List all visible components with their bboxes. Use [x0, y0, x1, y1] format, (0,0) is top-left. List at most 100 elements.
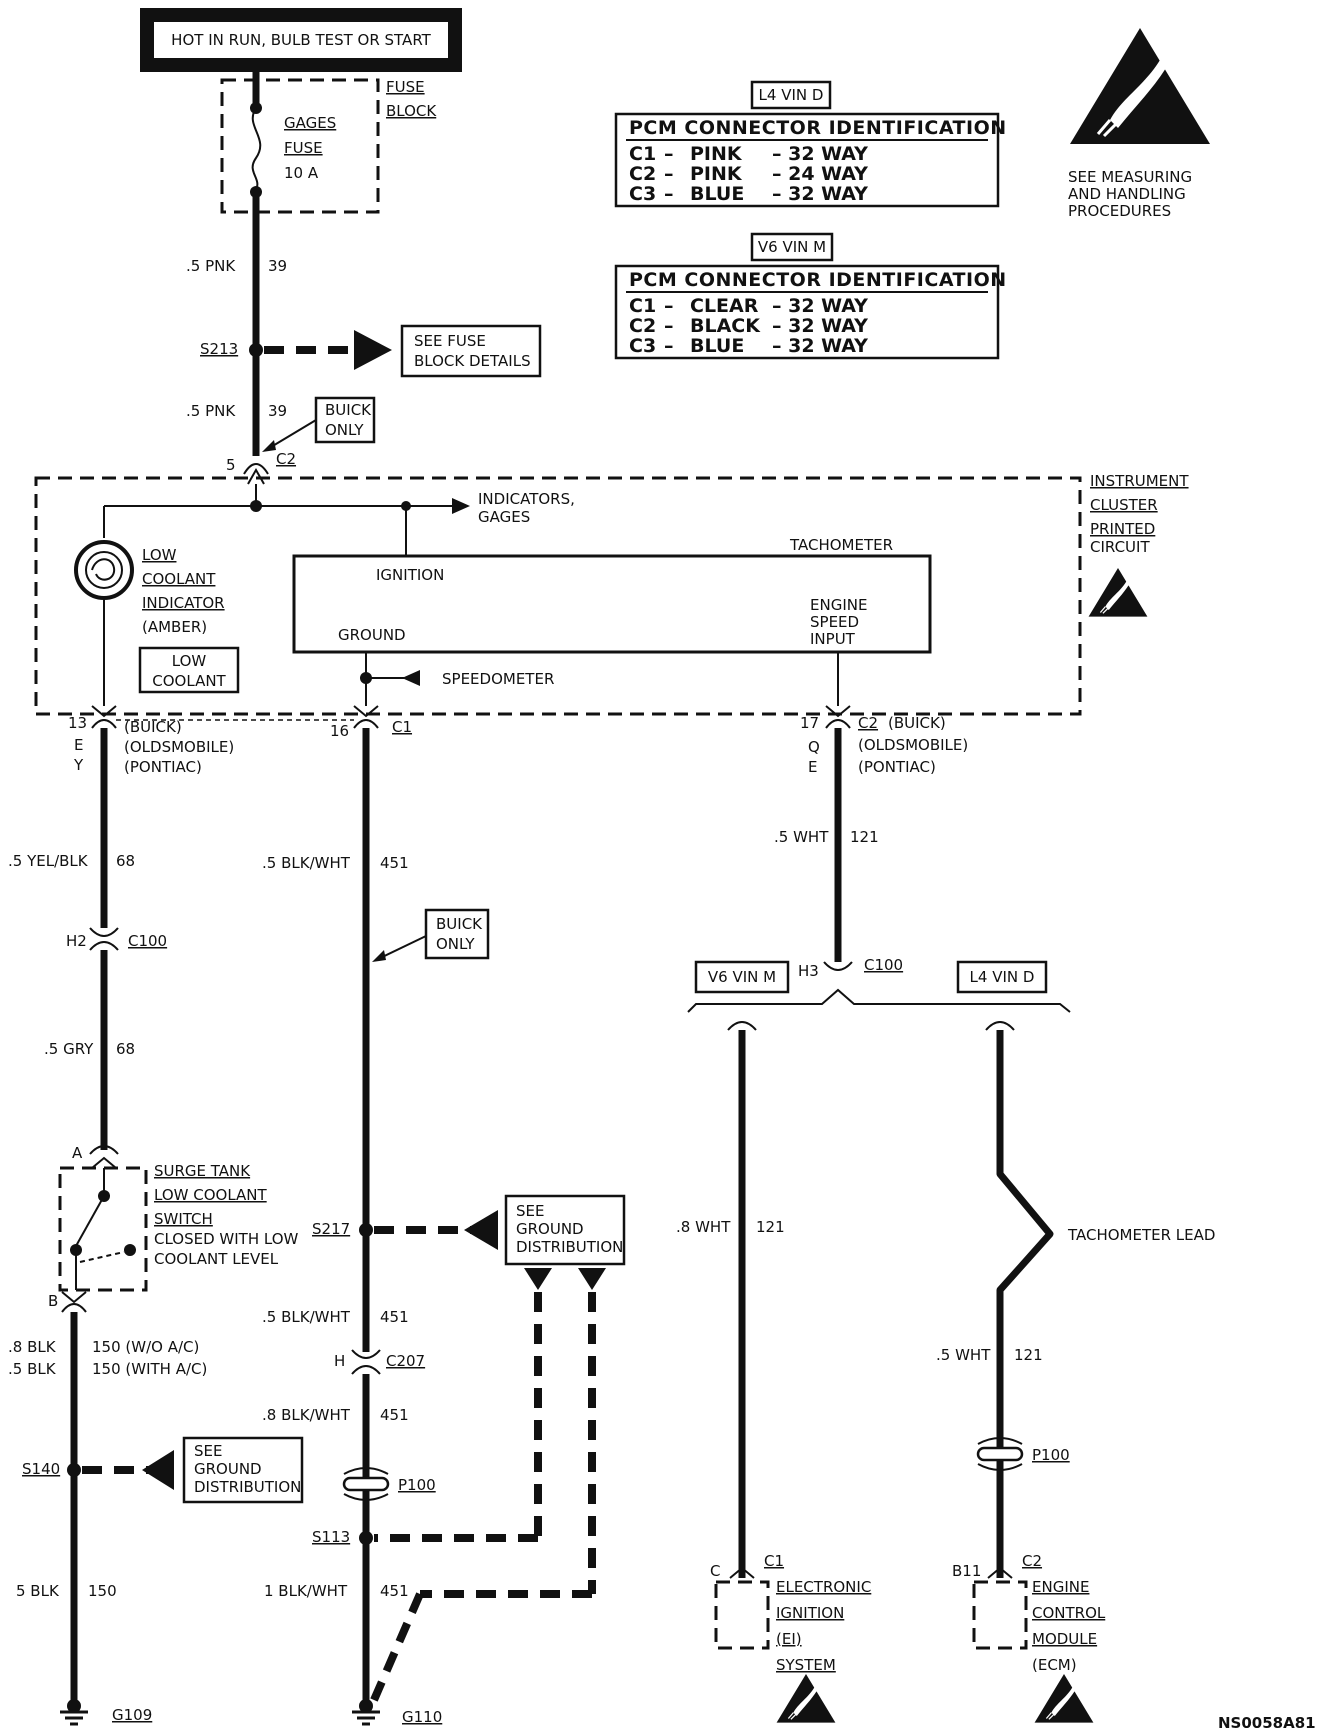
svg-text:CLEAR: CLEAR [690, 295, 759, 317]
svg-text:C1: C1 [629, 295, 656, 317]
fuse-name-1: GAGES [284, 114, 336, 132]
splice-s113 [359, 1531, 373, 1545]
esd-ei-icon [775, 1673, 837, 1724]
wire-39-gauge-1: .5 PNK [186, 257, 236, 275]
left-pin-y: Y [73, 756, 84, 774]
svg-text:BLOCK DETAILS: BLOCK DETAILS [414, 352, 531, 370]
splice-s217-label: S217 [312, 1220, 350, 1238]
c2-label-top: C2 [276, 450, 296, 468]
lamp-label-3: INDICATOR [142, 594, 225, 612]
switch-pin-a: A [72, 1144, 83, 1162]
l4-vin-d-tag: L4 VIN D [956, 960, 1048, 994]
buick-only-box-middle: BUICK ONLY [372, 908, 490, 962]
wire-150-gauge-b: .5 BLK [8, 1360, 57, 1378]
switch-label-4: CLOSED WITH LOW [154, 1230, 299, 1248]
svg-text:GROUND: GROUND [516, 1220, 584, 1238]
svg-text:ONLY: ONLY [325, 421, 364, 439]
svg-text:V6 VIN M: V6 VIN M [708, 968, 776, 986]
c100-pin-h3: H3 [798, 962, 819, 980]
svg-text:PINK: PINK [690, 163, 743, 185]
ground-g109-icon [58, 1710, 90, 1726]
svg-text:C1: C1 [629, 143, 656, 165]
esi-label-2: SPEED [810, 613, 859, 631]
pcm-v6-table: V6 VIN M PCM CONNECTOR IDENTIFICATION C1… [614, 232, 1006, 360]
left-make-buick: (BUICK) [124, 718, 182, 736]
fuse-block-label-1: FUSE [386, 78, 425, 96]
speedometer-label: SPEEDOMETER [442, 670, 554, 688]
switch-label-2: LOW COOLANT [154, 1186, 267, 1204]
svg-text:BUICK: BUICK [436, 915, 483, 933]
svg-text:C2: C2 [629, 163, 656, 185]
indicators-label-2: GAGES [478, 508, 530, 526]
svg-text:DISTRIBUTION: DISTRIBUTION [194, 1478, 301, 1496]
svg-text:BLACK: BLACK [690, 315, 761, 337]
esd-note-1: SEE MEASURING [1068, 168, 1192, 186]
wire-451-circuit-4: 451 [380, 1582, 409, 1600]
svg-text:– 24 WAY: – 24 WAY [772, 163, 868, 185]
svg-text:– 32 WAY: – 32 WAY [772, 183, 868, 205]
svg-text:–: – [664, 163, 674, 185]
ecm-label-2: CONTROL [1032, 1604, 1106, 1622]
svg-text:GROUND: GROUND [194, 1460, 262, 1478]
c100-label-right: C100 [864, 956, 903, 974]
switch-label-5: COOLANT LEVEL [154, 1250, 279, 1268]
ei-label-3: (EI) [776, 1630, 802, 1648]
ei-system-outline [714, 1580, 770, 1650]
c1-label-middle: C1 [392, 718, 412, 736]
fuse-block-label-2: BLOCK [386, 102, 437, 120]
svg-text:DISTRIBUTION: DISTRIBUTION [516, 1238, 623, 1256]
right-pin-q: Q [808, 738, 820, 756]
wire-121-l4-circuit: 121 [1014, 1346, 1043, 1364]
fuse-rating: 10 A [284, 164, 319, 182]
ground-label: GROUND [338, 626, 406, 644]
svg-text:–: – [664, 295, 674, 317]
wire-451-circuit-3: 451 [380, 1406, 409, 1424]
buick-only-box-top: BUICK ONLY [262, 396, 376, 452]
see-ground-distribution-box-middle: SEE GROUND DISTRIBUTION [504, 1194, 626, 1266]
svg-text:–: – [664, 143, 674, 165]
wire-68-gauge-1: .5 YEL/BLK [8, 852, 89, 870]
wire-451-gauge-1: .5 BLK/WHT [262, 854, 351, 872]
ecm-outline [972, 1580, 1028, 1650]
svg-text:BLUE: BLUE [690, 335, 744, 357]
tachometer-module: TACHOMETER IGNITION GROUND ENGINE SPEED … [292, 536, 932, 654]
ground-g110-icon [350, 1710, 382, 1726]
lamp-label-4: (AMBER) [142, 618, 207, 636]
svg-text:SEE FUSE: SEE FUSE [414, 332, 486, 350]
esd-warning-icon [1068, 26, 1212, 146]
p100-grommet-middle [342, 1467, 390, 1501]
left-pin-13: 13 [68, 714, 87, 732]
v6-vin-m-tag: V6 VIN M [694, 960, 790, 994]
pcm-l4-table: L4 VIN D PCM CONNECTOR IDENTIFICATION C1… [614, 80, 1006, 208]
esd-note-3: PROCEDURES [1068, 202, 1171, 220]
svg-text:SEE: SEE [194, 1442, 222, 1460]
wire-121-l4 [996, 1030, 1054, 1578]
c2-pin-5: 5 [226, 456, 236, 474]
wire-150-circuit-a: 150 (W/O A/C) [92, 1338, 199, 1356]
splice-s213-label: S213 [200, 340, 238, 358]
svg-text:LOW: LOW [172, 652, 207, 670]
wire-451-circuit-1: 451 [380, 854, 409, 872]
svg-text:–: – [664, 335, 674, 357]
right-make-olds: (OLDSMOBILE) [858, 736, 968, 754]
left-pin-e: E [74, 736, 83, 754]
ecm-conn-c2: C2 [1022, 1552, 1042, 1570]
esd-cluster-icon [1087, 567, 1149, 618]
p100-label-middle: P100 [398, 1476, 436, 1494]
see-ground-distribution-box-left: SEE GROUND DISTRIBUTION [182, 1436, 304, 1504]
instrument-cluster-outline [34, 476, 1082, 716]
lamp-label-1: LOW [142, 546, 177, 564]
ground-g109-label: G109 [112, 1706, 152, 1724]
svg-text:– 32 WAY: – 32 WAY [772, 295, 868, 317]
wire-150-circuit-c: 150 [88, 1582, 117, 1600]
wire-121-circuit-1: 121 [850, 828, 879, 846]
c207-label: C207 [386, 1352, 425, 1370]
svg-text:–: – [664, 183, 674, 205]
see-fuse-block-details-box: SEE FUSE BLOCK DETAILS [400, 324, 542, 378]
wire-121-v6-circuit: 121 [756, 1218, 785, 1236]
wire-121-v6-gauge: .8 WHT [676, 1218, 731, 1236]
svg-text:V6 VIN M: V6 VIN M [758, 238, 826, 256]
wire-121-l4-gauge: .5 WHT [936, 1346, 991, 1364]
wire-150-circuit-b: 150 (WITH A/C) [92, 1360, 207, 1378]
